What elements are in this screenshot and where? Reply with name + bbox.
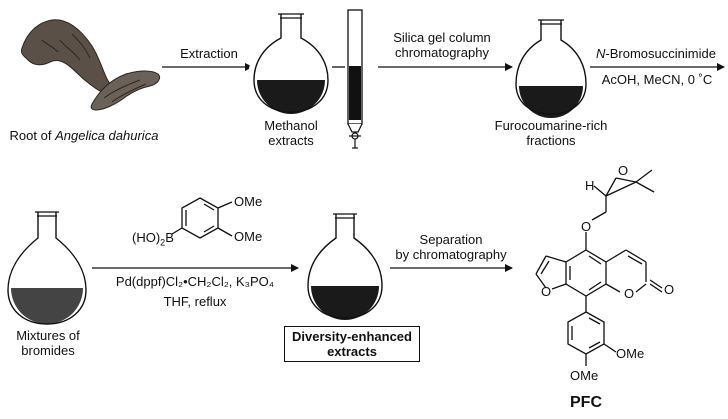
flask4-caption-line1: Diversity-enhanced — [292, 329, 412, 344]
boronic-atom: B — [165, 230, 174, 245]
pfc-carbonyl-o: O — [664, 282, 675, 297]
suzuki-catalyst: Pd(dppf)Cl₂•CH₂Cl₂, K₃PO₄ — [115, 274, 275, 289]
flask1-caption-line2: extracts — [268, 133, 314, 148]
step5-label-line1: Separation — [419, 232, 483, 247]
boronic-ome-top: OMe — [234, 194, 263, 209]
boronic-sub: 2 — [160, 237, 166, 248]
step3-reagent-prefix: N — [596, 46, 606, 61]
pfc-furan-o: O — [541, 284, 552, 299]
step3-conditions: AcOH, MeCN, 0 ˚C — [601, 72, 713, 87]
step3-reagent-rest: -Bromosuccinimide — [605, 46, 716, 61]
step2-label-line1: Silica gel column — [393, 30, 491, 45]
step5-label-line2: by chromatography — [395, 247, 507, 262]
flask1-caption-line1: Methanol — [264, 118, 318, 133]
flask3-caption-line2: bromides — [21, 343, 75, 358]
flask-mixtures-bromides — [7, 211, 87, 325]
pfc-structure — [535, 169, 663, 366]
root-caption-prefix: Root of — [9, 128, 56, 143]
flask2-caption: Furocoumarine-rich fractions — [484, 118, 618, 148]
angelica-root-image — [21, 19, 161, 111]
boronic-ome-bottom: OMe — [234, 229, 263, 244]
pfc-ome-para: OMe — [570, 368, 599, 383]
flask4-caption: Diversity-enhanced extracts — [284, 326, 420, 362]
flask-methanol-extracts — [248, 13, 333, 118]
pfc-lactone-o: O — [624, 286, 635, 301]
flask3-caption: Mixtures of bromides — [4, 328, 92, 358]
flask3-caption-line1: Mixtures of — [16, 328, 80, 343]
pfc-epoxide-o: O — [618, 163, 629, 178]
pfc-ome-meta: OMe — [616, 346, 645, 361]
root-caption-species: Angelica dahurica — [55, 128, 159, 143]
pfc-h-label: H — [585, 178, 595, 193]
step2-label-line2: chromatography — [395, 45, 489, 60]
step3-reagent: N-Bromosuccinimide — [586, 46, 726, 61]
flask2-caption-line2: fractions — [526, 133, 576, 148]
root-caption: Root of Angelica dahurica — [4, 128, 164, 143]
flask4-caption-line2: extracts — [327, 344, 377, 359]
boronic-acid-ring — [171, 197, 233, 239]
step1-label: Extraction — [180, 46, 238, 61]
chromatography-column — [347, 9, 363, 149]
pfc-ether-o: O — [581, 219, 592, 234]
flask-diversity-extracts — [307, 213, 383, 320]
flask-furocoumarine-fractions — [515, 19, 587, 118]
step5-label: Separation by chromatography — [390, 232, 512, 262]
boronic-acid-group: (HO)2B — [132, 230, 174, 251]
flask2-caption-line1: Furocoumarine-rich — [494, 118, 608, 133]
boronic-prefix: (HO) — [132, 230, 161, 245]
pfc-name: PFC — [570, 394, 602, 411]
suzuki-solvent: THF, reflux — [163, 294, 227, 309]
step2-label: Silica gel column chromatography — [374, 30, 510, 60]
flask1-caption: Methanol extracts — [246, 118, 336, 148]
